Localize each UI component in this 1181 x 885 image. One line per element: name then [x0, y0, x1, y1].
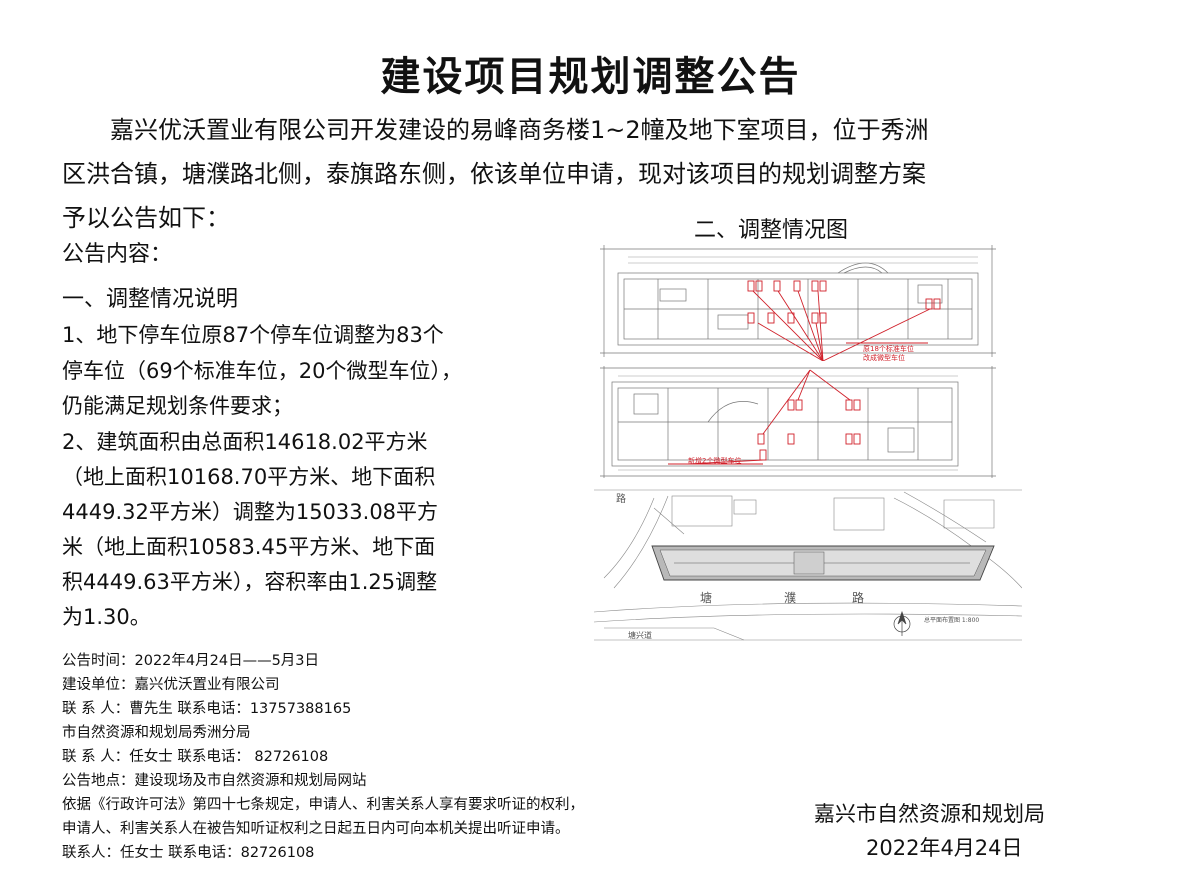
parking-plan-lower: 新增2个微型车位: [598, 364, 1000, 480]
road-bottom-label: 塘兴道: [628, 630, 652, 640]
note-top-label: 改成微型车位: [863, 353, 905, 361]
item-line: 仍能满足规划条件要求；: [62, 394, 293, 418]
footer-line: 联 系 人：曹先生 联系电话：13757388165: [62, 701, 352, 717]
intro-line: 予以公告如下：: [62, 204, 230, 232]
section-content-heading: 公告内容：: [62, 242, 173, 267]
intro-line: 区洪合镇，塘濮路北侧，泰旗路东侧，依该单位申请，现对该项目的规划调整方案: [62, 160, 926, 188]
item-line: 为1.30。: [62, 605, 151, 629]
footer-line: 依据《行政许可法》第四十七条规定，申请人、利害关系人享有要求听证的权利，: [62, 797, 584, 813]
footer-line: 公告地点：建设现场及市自然资源和规划局网站: [62, 773, 367, 789]
item-line: （地上面积10168.70平方米、地下面积: [62, 465, 436, 489]
intro-paragraph: 嘉兴优沃置业有限公司开发建设的易峰商务楼1~2幢及地下室项目，位于秀洲 区洪合镇…: [62, 108, 1132, 240]
footer-line: 公告时间：2022年4月24日——5月3日: [62, 653, 320, 669]
note-top-label: 原18个标准车位: [863, 344, 914, 353]
north-arrow-icon: [893, 610, 911, 636]
site-plan-drawing: 路 塘 濮 路 塘兴道 总平面布置图 1:800: [593, 489, 1023, 641]
issue-date: 2022年4月24日: [866, 836, 1023, 860]
footer-line: 建设单位：嘉兴优沃置业有限公司: [62, 677, 280, 693]
item-line: 1、地下停车位原87个停车位调整为83个: [62, 323, 444, 347]
parking-plan-upper: 原18个标准车位 改成微型车位: [598, 243, 1000, 362]
item-line: 2、建筑面积由总面积14618.02平方米: [62, 430, 428, 454]
plan-caption: 总平面布置图 1:800: [924, 616, 979, 624]
section-two-heading: 二、调整情况图: [694, 218, 849, 243]
section-one-heading: 一、调整情况说明: [62, 287, 239, 312]
note-mid-label: 新增2个微型车位: [688, 456, 741, 465]
road-label: 濮: [784, 590, 796, 605]
parking-plan-upper-drawing: 原18个标准车位 改成微型车位: [600, 245, 996, 362]
intro-line: 嘉兴优沃置业有限公司开发建设的易峰商务楼1~2幢及地下室项目，位于秀洲: [110, 116, 929, 144]
item-line: 米（地上面积10583.45平方米、地下面: [62, 535, 436, 559]
issuer-name: 嘉兴市自然资源和规划局: [814, 802, 1045, 826]
item-line: 4449.32平方米）调整为15033.08平方: [62, 500, 439, 524]
site-plan: 路 塘 濮 路 塘兴道 总平面布置图 1:800: [593, 488, 1023, 642]
footer-line: 市自然资源和规划局秀洲分局: [62, 725, 251, 741]
footer-line: 联 系 人：任女士 联系电话： 82726108: [62, 749, 329, 765]
parking-plan-lower-drawing: 新增2个微型车位: [600, 366, 996, 478]
footer-line: 联系人：任女士 联系电话：82726108: [62, 845, 315, 861]
road-side-label: 路: [616, 492, 626, 505]
road-label: 塘: [700, 590, 712, 605]
footer-line: 申请人、利害关系人在被告知听证权利之日起五日内可向本机关提出听证申请。: [62, 821, 570, 837]
item-line: 停车位（69个标准车位，20个微型车位），: [62, 359, 462, 383]
road-label: 路: [852, 590, 864, 605]
item-line: 积4449.63平方米），容积率由1.25调整: [62, 570, 438, 594]
page-title: 建设项目规划调整公告: [380, 54, 801, 100]
